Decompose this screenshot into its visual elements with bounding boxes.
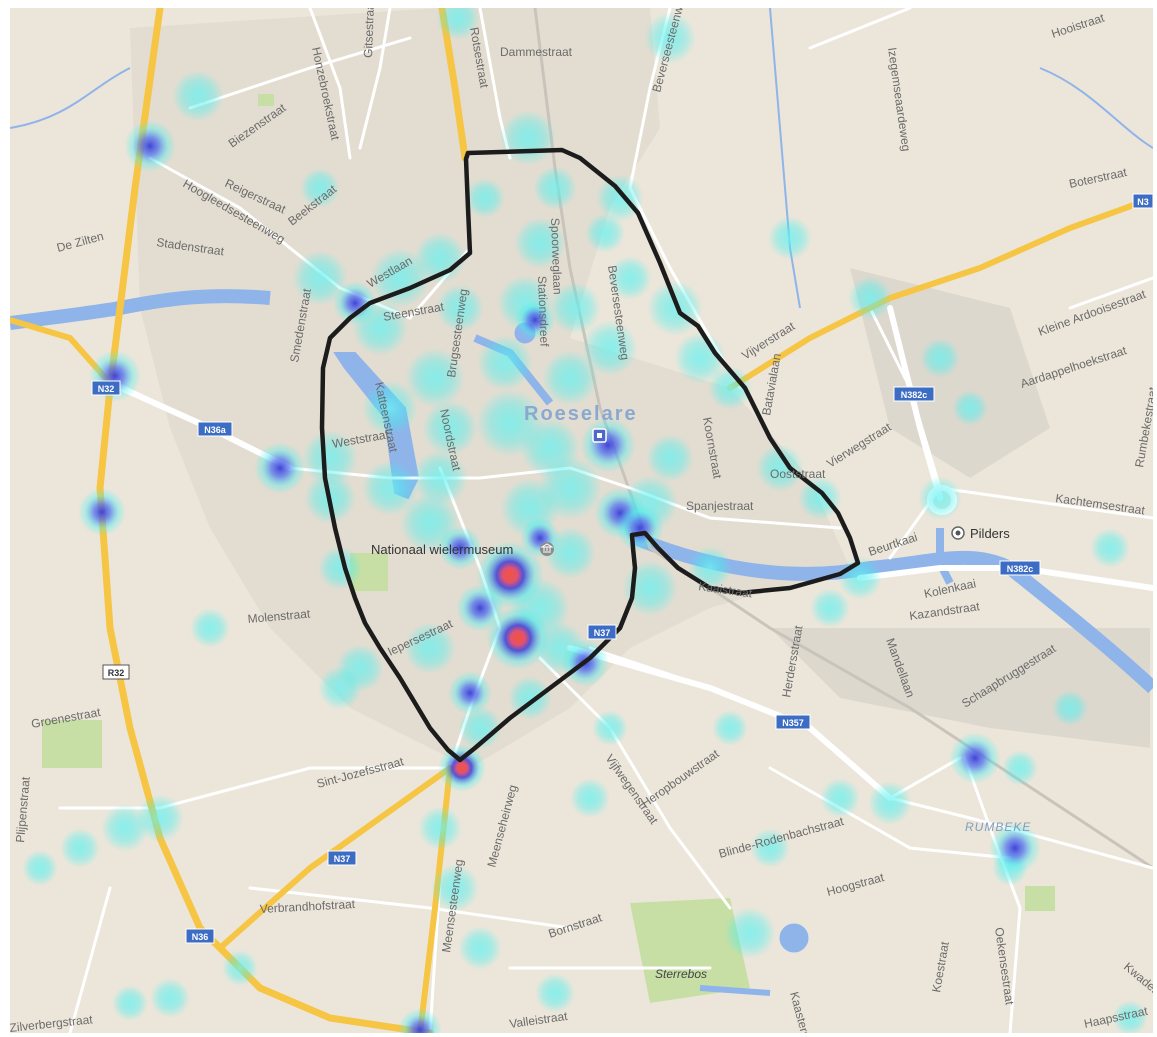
poi-pilders[interactable]: Pilders xyxy=(951,526,1010,541)
svg-text:N36a: N36a xyxy=(204,425,227,435)
area-boundary[interactable] xyxy=(319,147,861,763)
shield-r32: R32 xyxy=(102,664,130,680)
svg-text:Ooststraat: Ooststraat xyxy=(770,467,826,481)
svg-text:N37: N37 xyxy=(334,854,351,864)
shield-n382c-b: N382c xyxy=(999,560,1041,576)
svg-text:Molenstraat: Molenstraat xyxy=(247,607,311,626)
svg-text:N382c: N382c xyxy=(1007,564,1034,574)
svg-text:Spoorweglaan: Spoorweglaan xyxy=(548,218,565,295)
shield-n37-a: N37 xyxy=(587,624,617,640)
poi-sterrebos[interactable]: Sterrebos xyxy=(655,967,707,981)
svg-text:N37: N37 xyxy=(594,628,611,638)
svg-text:Sterrebos: Sterrebos xyxy=(655,967,707,981)
svg-text:Spanjestraat: Spanjestraat xyxy=(686,499,754,513)
shield-n36a: N36a xyxy=(197,421,233,437)
shield-n37-b: N37 xyxy=(327,850,357,866)
svg-text:Pilders: Pilders xyxy=(970,526,1010,541)
svg-text:Gitsestraat: Gitsestraat xyxy=(361,8,377,58)
shield-n3: N3 xyxy=(1132,193,1153,209)
place-dot-icon xyxy=(951,526,965,540)
svg-text:Verbrandhofstraat: Verbrandhofstraat xyxy=(259,897,356,916)
svg-text:N382c: N382c xyxy=(901,390,928,400)
svg-text:R32: R32 xyxy=(108,668,125,678)
svg-text:Stationsdreef: Stationsdreef xyxy=(535,276,551,348)
map-view[interactable]: N32 N36a R32 N37 N37 N36 N357 N382c N382… xyxy=(10,8,1153,1033)
svg-text:N32: N32 xyxy=(98,384,115,394)
svg-text:N36: N36 xyxy=(192,932,209,942)
svg-text:Nationaal wielermuseum: Nationaal wielermuseum xyxy=(371,542,513,557)
road-shields: N32 N36a R32 N37 N37 N36 N357 N382c N382… xyxy=(91,193,1153,944)
svg-text:N3: N3 xyxy=(1137,197,1149,207)
museum-icon xyxy=(540,542,554,556)
poi-nationaal-wielermuseum[interactable]: Nationaal wielermuseum xyxy=(371,542,554,557)
svg-text:Plijpenstraat: Plijpenstraat xyxy=(13,776,33,844)
shield-n357: N357 xyxy=(775,714,811,730)
town-hall-icon xyxy=(592,428,607,443)
shield-n32: N32 xyxy=(91,380,121,396)
heatmap-layer xyxy=(22,8,1148,1033)
svg-text:N357: N357 xyxy=(782,718,804,728)
parks xyxy=(42,94,1055,1003)
map-canvas[interactable]: N32 N36a R32 N37 N37 N36 N357 N382c N382… xyxy=(10,8,1153,1033)
shield-n36: N36 xyxy=(185,928,215,944)
svg-text:Dammestraat: Dammestraat xyxy=(500,45,573,59)
district-label: RUMBEKE xyxy=(965,820,1031,834)
city-label: Roeselare xyxy=(524,403,638,425)
shield-n382c-a: N382c xyxy=(893,386,935,402)
